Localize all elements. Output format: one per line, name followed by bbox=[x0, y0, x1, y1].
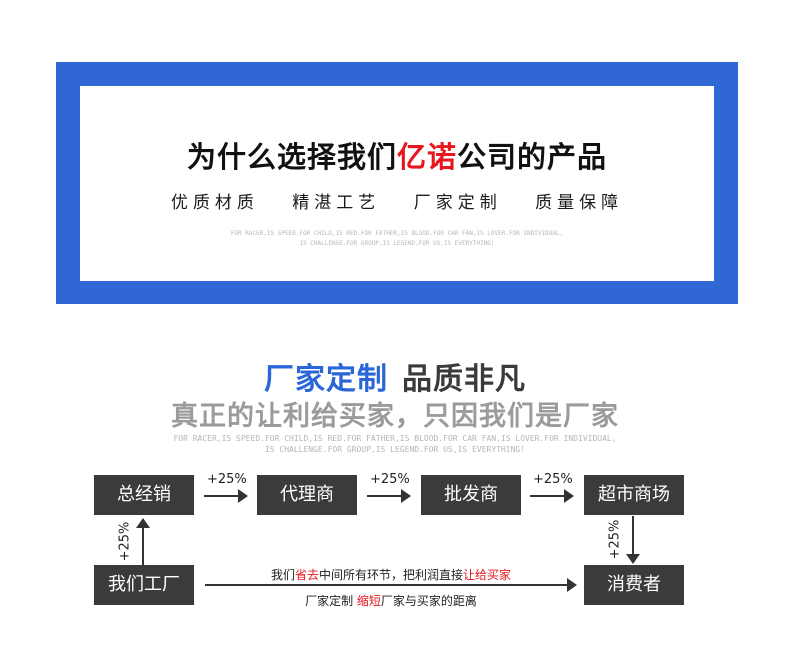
node-general-distributor: 总经销 bbox=[94, 475, 194, 515]
node-consumer: 消费者 bbox=[584, 565, 684, 605]
direct-note-bottom: 厂家定制 缩短厂家与买家的距离 bbox=[205, 592, 577, 609]
section-heading-blue: 厂家定制 bbox=[264, 362, 388, 397]
arrow-right-long-icon bbox=[205, 578, 577, 592]
banner-english-line-2: IS CHALLENGE.FOR GROUP,IS LEGEND.FOR US,… bbox=[299, 240, 495, 247]
node-wholesaler: 批发商 bbox=[421, 475, 521, 515]
banner-panel: 为什么选择我们亿诺公司的产品 优质材质 精湛工艺 厂家定制 质量保障 FOR R… bbox=[80, 86, 714, 281]
banner-title: 为什么选择我们亿诺公司的产品 bbox=[80, 134, 714, 176]
markup-label-vertical-right: +25% bbox=[607, 519, 623, 560]
markup-label-vertical-left: +25% bbox=[117, 521, 133, 562]
node-agent: 代理商 bbox=[257, 475, 357, 515]
feature-factory-custom: 厂家定制 bbox=[413, 193, 502, 213]
markup-label-1: +25% bbox=[207, 472, 247, 487]
section-english-line-1: FOR RACER,IS SPEED.FOR CHILD,IS RED.FOR … bbox=[173, 434, 617, 443]
note-top-highlight-2: 让给买家 bbox=[463, 568, 512, 582]
section-english-tagline: FOR RACER,IS SPEED.FOR CHILD,IS RED.FOR … bbox=[0, 433, 790, 455]
arrow-right-icon bbox=[530, 489, 574, 503]
node-factory: 我们工厂 bbox=[94, 565, 194, 605]
markup-label-2: +25% bbox=[370, 472, 410, 487]
note-bottom-text-1: 厂家定制 bbox=[305, 594, 357, 608]
brand-name: 亿诺 bbox=[396, 140, 457, 174]
section-english-line-2: IS CHALLENGE.FOR GROUP,IS LEGEND.FOR US,… bbox=[264, 445, 526, 454]
arrow-up-icon bbox=[136, 518, 150, 565]
node-supermarket: 超市商场 bbox=[584, 475, 684, 515]
arrow-right-icon bbox=[204, 489, 248, 503]
markup-label-3: +25% bbox=[533, 472, 573, 487]
note-top-text-1: 我们 bbox=[270, 568, 295, 582]
banner-title-post: 公司的产品 bbox=[457, 140, 608, 174]
feature-list: 优质材质 精湛工艺 厂家定制 质量保障 bbox=[80, 188, 714, 213]
banner-english-tagline: FOR RACER,IS SPEED.FOR CHILD,IS RED.FOR … bbox=[80, 229, 714, 249]
banner-title-pre: 为什么选择我们 bbox=[186, 140, 397, 174]
feature-craftsmanship: 精湛工艺 bbox=[292, 193, 381, 213]
arrow-down-icon bbox=[626, 516, 640, 564]
section-subtitle: 真正的让利给买家，只因我们是厂家 bbox=[171, 401, 619, 432]
section-heading-dark: 品质非凡 bbox=[402, 362, 526, 397]
arrow-right-icon bbox=[367, 489, 411, 503]
note-bottom-highlight: 缩短 bbox=[356, 594, 381, 608]
feature-quality-assurance: 质量保障 bbox=[535, 193, 624, 213]
section-heading: 厂家定制品质非凡 bbox=[0, 354, 790, 398]
note-bottom-text-2: 厂家与买家的距离 bbox=[380, 594, 477, 608]
feature-quality-material: 优质材质 bbox=[170, 193, 259, 213]
note-top-highlight-1: 省去 bbox=[294, 568, 319, 582]
banner-english-line-1: FOR RACER,IS SPEED.FOR CHILD,IS RED.FOR … bbox=[230, 230, 564, 237]
banner-frame: 为什么选择我们亿诺公司的产品 优质材质 精湛工艺 厂家定制 质量保障 FOR R… bbox=[56, 62, 738, 304]
direct-note-top: 我们省去中间所有环节，把利润直接让给买家 bbox=[205, 566, 577, 583]
note-top-text-2: 中间所有环节，把利润直接 bbox=[319, 568, 464, 582]
